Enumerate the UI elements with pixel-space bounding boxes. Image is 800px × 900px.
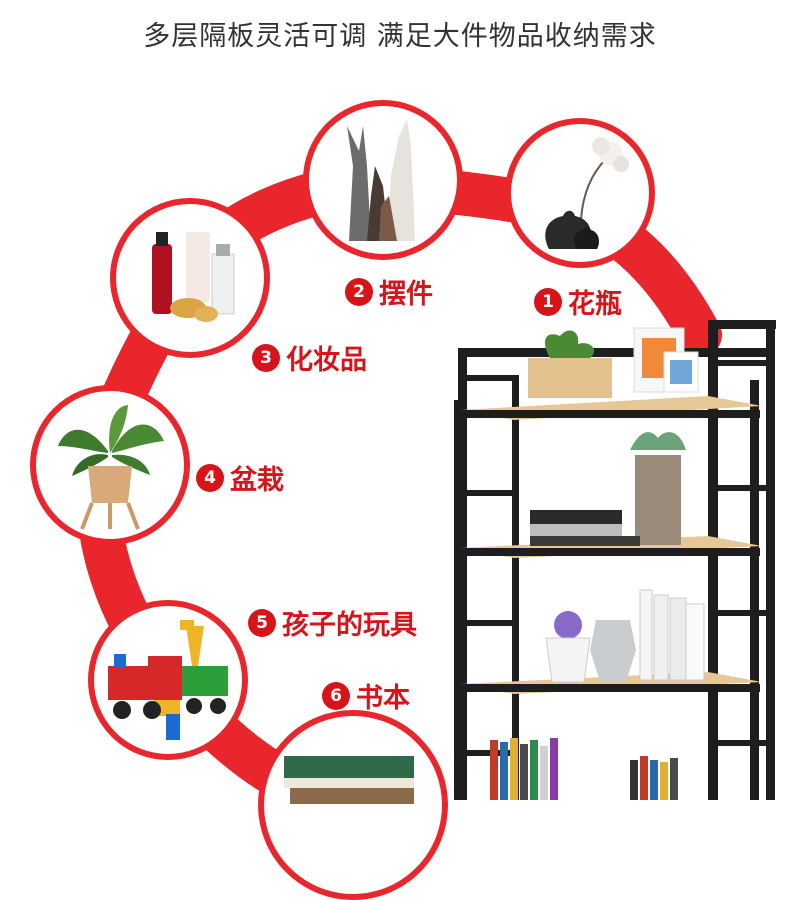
number-badge: 3 — [252, 343, 280, 372]
toy-circle — [88, 600, 248, 760]
label-vase: 1 花瓶 — [534, 282, 622, 321]
figurine-circle — [303, 100, 463, 260]
label-books: 6 书本 — [322, 676, 410, 715]
books-circle — [258, 710, 448, 900]
label-cosmetics: 3 化妆品 — [252, 338, 367, 377]
vase-circle — [505, 118, 655, 268]
vase-with-flower-icon — [545, 137, 629, 249]
shelf-illustration — [454, 320, 776, 800]
label-plant: 4 盆栽 — [196, 458, 284, 497]
label-text: 摆件 — [379, 279, 433, 310]
plant-circle — [30, 385, 190, 545]
label-text: 盆栽 — [230, 465, 284, 496]
label-text: 化妆品 — [286, 345, 367, 376]
number-badge: 4 — [196, 463, 224, 492]
books-icon — [284, 756, 414, 804]
number-badge: 2 — [345, 277, 373, 306]
label-text: 花瓶 — [568, 289, 622, 320]
cosmetics-circle — [110, 198, 270, 358]
shelf-unit — [450, 320, 780, 800]
label-text: 书本 — [356, 683, 410, 714]
number-badge: 1 — [534, 287, 562, 316]
toy-train-icon — [108, 620, 228, 740]
number-badge: 6 — [322, 681, 350, 710]
headline: 多层隔板灵活可调 满足大件物品收纳需求 — [143, 21, 657, 52]
number-badge: 5 — [248, 608, 276, 637]
label-toys: 5 孩子的玩具 — [248, 603, 417, 642]
potted-plant-icon — [58, 405, 164, 530]
animal-figurines-icon — [347, 120, 415, 241]
label-text: 孩子的玩具 — [282, 610, 417, 641]
cosmetics-icon — [152, 232, 235, 322]
label-figurine: 2 摆件 — [345, 272, 433, 311]
